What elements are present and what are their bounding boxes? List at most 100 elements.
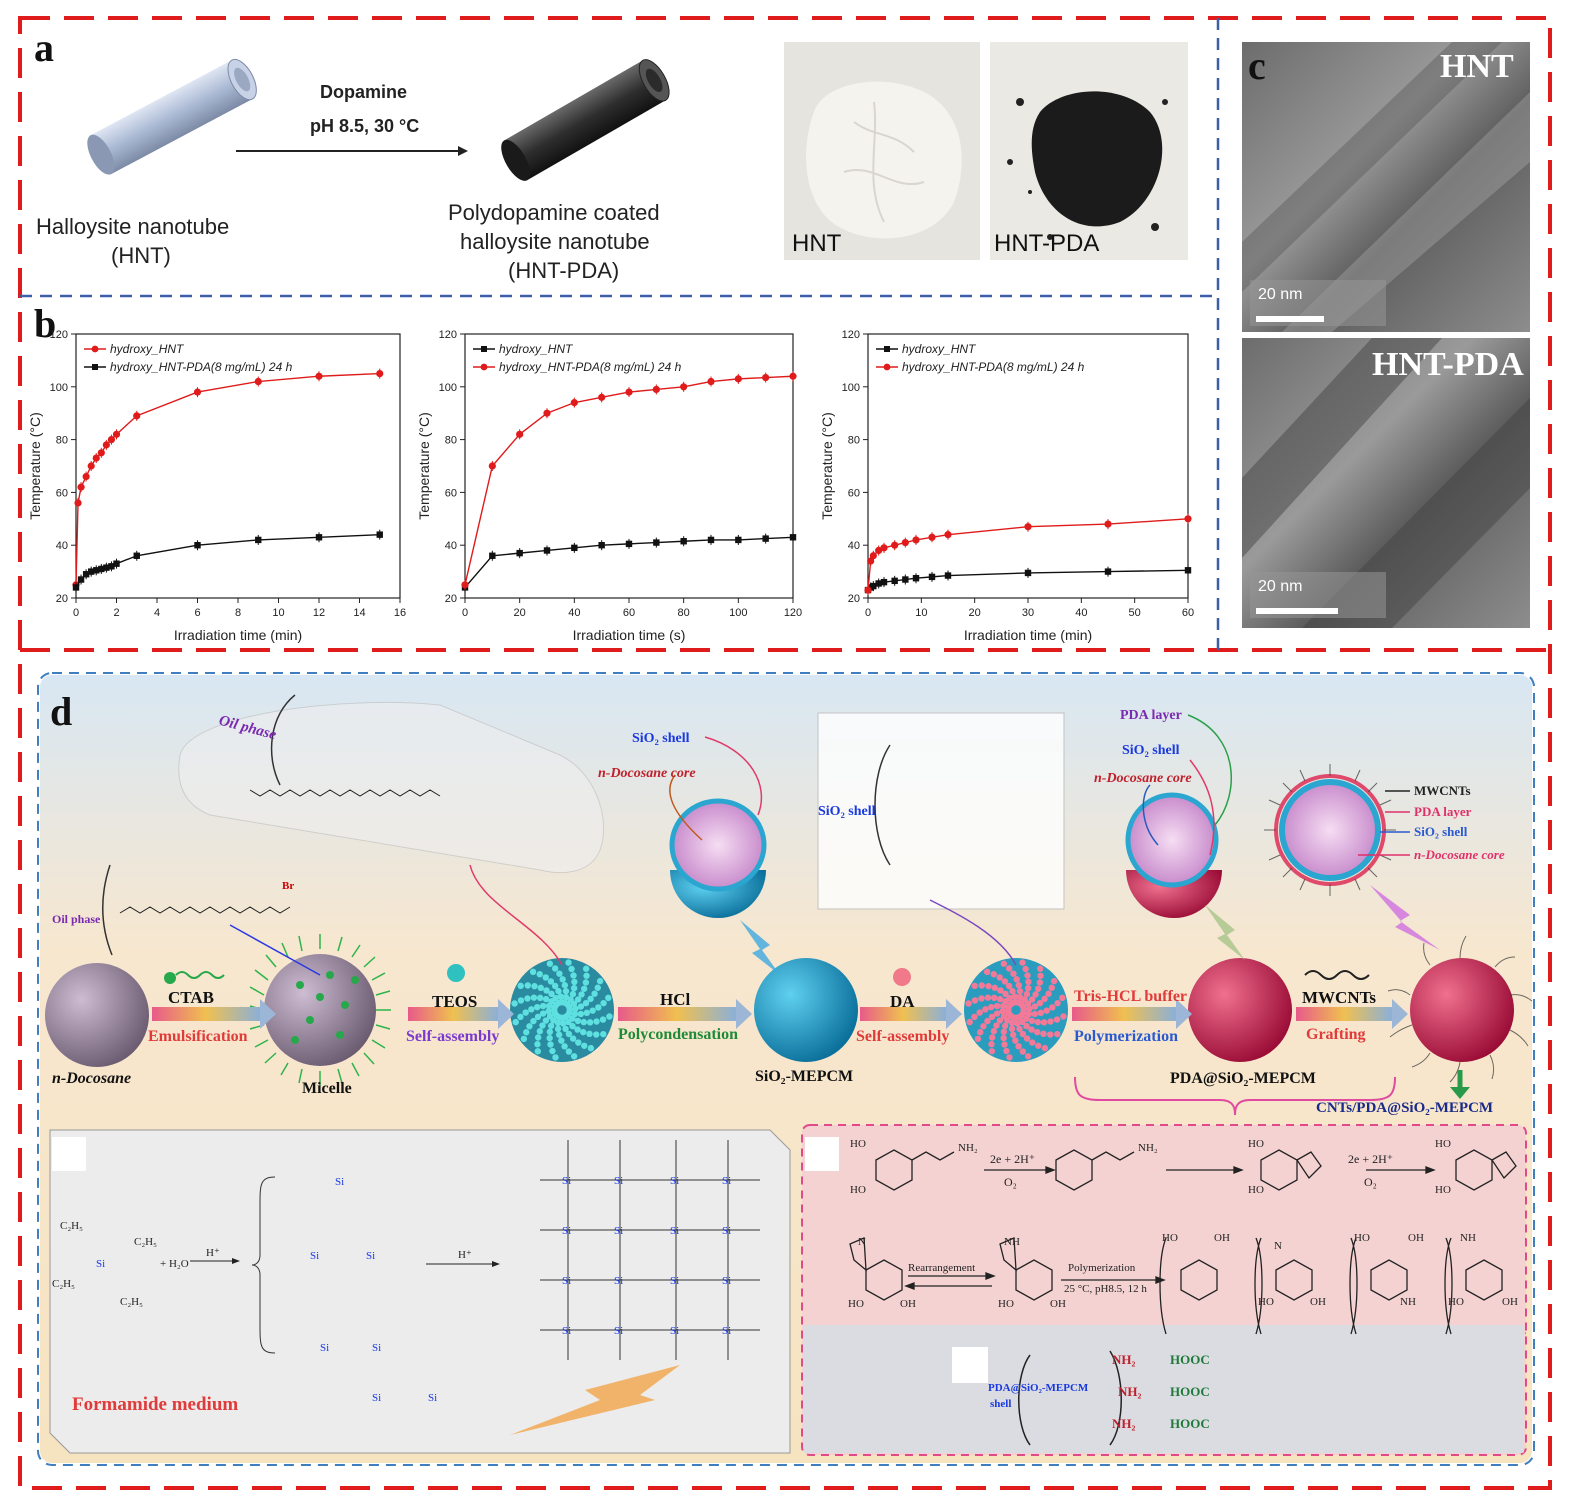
chart-2-series-0-point-3 xyxy=(875,580,882,587)
chart-2-legend-label-0: hydroxy_HNT xyxy=(902,342,977,356)
surface-particle xyxy=(581,1042,588,1049)
surface-particle xyxy=(985,982,992,990)
surface-particle xyxy=(596,977,604,985)
silica-si-atom: Si xyxy=(722,1275,731,1287)
chart-0-series-0-point-13 xyxy=(315,372,323,380)
surface-particle xyxy=(583,1009,590,1017)
chem-brace xyxy=(251,1176,276,1354)
surface-particle xyxy=(1043,1007,1050,1014)
surface-particle xyxy=(534,1013,542,1021)
chart-1-legend-marker-0 xyxy=(481,346,487,352)
surface-particle xyxy=(1001,1022,1009,1030)
surface-particle xyxy=(593,1018,600,1025)
hnt-pda-powder-photo xyxy=(990,42,1188,260)
chart-2-xtick-label-1: 10 xyxy=(915,607,927,619)
chart-0-series-1-point-0 xyxy=(72,584,80,591)
chart-0-series-1-point-11 xyxy=(255,536,262,544)
surface-particle xyxy=(551,965,559,972)
surface-particle xyxy=(999,1008,1006,1015)
surface-particle xyxy=(1024,1000,1032,1007)
surface-particle xyxy=(594,984,601,991)
chem-oh-3: OH xyxy=(1214,1232,1230,1244)
surface-particle xyxy=(1045,990,1052,997)
step-grafting: Grafting xyxy=(1306,1026,1366,1043)
rx-poly-conditions: 25 °C, pH8.5, 12 h xyxy=(1064,1283,1147,1295)
surface-particle xyxy=(976,1009,983,1016)
chart-1-ytick-label-3: 80 xyxy=(445,435,457,447)
chart-0-xtick-label-8: 16 xyxy=(394,607,406,619)
panel-label-c: c xyxy=(1248,43,1266,88)
chart-1-series-0-point-3 xyxy=(543,547,551,554)
chart-0-xtick-label-2: 4 xyxy=(154,607,160,619)
chart-1-series-0-point-1 xyxy=(489,552,496,559)
step-mwcnts: MWCNTs xyxy=(1302,988,1376,1007)
surface-particle xyxy=(534,1048,542,1055)
chart-2-series-1-point-0 xyxy=(864,586,872,594)
surface-particle xyxy=(546,1028,554,1036)
surface-particle xyxy=(971,1013,978,1021)
surface-particle xyxy=(546,960,554,967)
chart-2-ytick-label-0: 20 xyxy=(848,593,860,605)
surface-particle xyxy=(1049,1004,1056,1011)
surface-particle xyxy=(1013,976,1020,983)
surface-particle xyxy=(569,1035,577,1042)
surface-particle xyxy=(559,976,566,983)
chart-2-series-0-point-5 xyxy=(891,577,898,585)
silica-si-atom: Si xyxy=(614,1325,623,1337)
chem-ho-12: HO xyxy=(1448,1296,1464,1308)
surface-particle xyxy=(1054,1030,1061,1038)
sio2-shell-label-1: SiO₂ shell xyxy=(632,731,690,746)
surface-particle xyxy=(528,1006,535,1013)
surface-particle xyxy=(988,1013,996,1021)
surface-particle xyxy=(1008,1025,1016,1033)
surface-particle xyxy=(522,1009,529,1016)
surface-particle xyxy=(542,1017,550,1024)
surface-particle xyxy=(1006,1054,1013,1061)
rx-top-1: 2e + 2H⁺ xyxy=(990,1152,1036,1166)
surface-particle xyxy=(1036,979,1044,986)
chart-2-xtick-label-6: 60 xyxy=(1182,607,1194,619)
chart-2-xtick-label-0: 0 xyxy=(865,607,871,619)
chart-1-series-0-point-12 xyxy=(789,534,797,541)
chart-1-series-0-point-9 xyxy=(707,536,715,544)
surface-particle xyxy=(546,1034,553,1042)
surface-particle xyxy=(562,987,570,995)
chart-1-series-1-point-8 xyxy=(680,383,688,391)
panel-d-background xyxy=(40,675,1532,1463)
surface-particle xyxy=(524,995,531,1002)
surface-particle xyxy=(990,994,998,1002)
chart-0-ytick-label-1: 40 xyxy=(56,540,68,552)
surface-particle xyxy=(971,982,978,990)
surface-particle xyxy=(1040,1030,1047,1038)
chart-0-ytick-label-4: 100 xyxy=(50,382,68,394)
chart-0-series-0-point-7 xyxy=(102,441,110,449)
chem-ho-6: HO xyxy=(1435,1184,1451,1196)
silica-si-atom: Si xyxy=(562,1175,571,1187)
chart-2-series-0-point-4 xyxy=(880,578,888,586)
surface-particle xyxy=(991,984,998,992)
surface-particle xyxy=(982,1006,989,1013)
chem-si-7: Si xyxy=(428,1392,438,1404)
surface-particle xyxy=(526,1023,533,1030)
chart-2-xlabel: Irradiation time (min) xyxy=(964,627,1092,643)
surface-particle xyxy=(578,991,585,998)
chem-c2h5-2: C₂H₅ xyxy=(134,1236,157,1248)
surface-particle xyxy=(1011,993,1018,1000)
surface-particle xyxy=(1034,985,1042,992)
surface-particle xyxy=(536,994,544,1002)
surface-particle xyxy=(1050,977,1058,985)
surface-particle xyxy=(1019,959,1026,966)
silica-si-atom: Si xyxy=(562,1225,571,1237)
surface-particle xyxy=(561,982,569,989)
surface-particle xyxy=(1028,1017,1036,1025)
chem-si-4: Si xyxy=(320,1342,330,1354)
surface-particle xyxy=(543,987,550,994)
legend-mwcnts: MWCNTs xyxy=(1414,783,1471,798)
rx-rearrangement: Rearrangement xyxy=(908,1262,976,1274)
chem-nh-3: NH xyxy=(1400,1296,1416,1308)
surface-particle xyxy=(971,997,979,1004)
surface-particle xyxy=(974,1035,982,1043)
surface-particle xyxy=(565,959,572,966)
surface-particle xyxy=(593,1031,600,1038)
